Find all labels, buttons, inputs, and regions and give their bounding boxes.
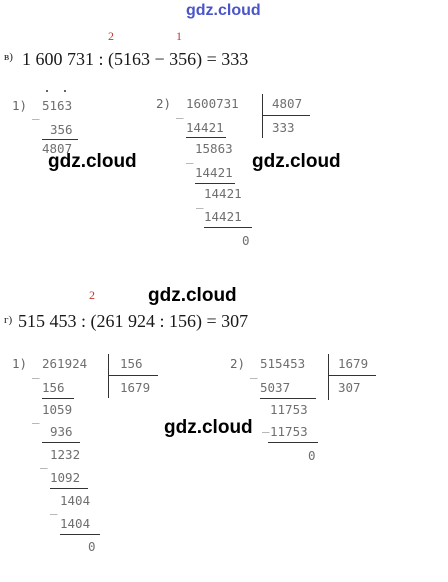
v-step1-result: 4807 [42,141,73,156]
minus-sign: _ [196,194,204,209]
g-step1-remainder: 0 [88,539,96,554]
minus-sign: _ [40,454,48,469]
division-bar [262,94,263,138]
g-step1-line: 936 [50,424,73,439]
v-step2-dividend: 1600731 [186,96,239,111]
v-step1-minuend: 5163 [42,98,73,113]
g-step2-remainder: 0 [308,448,316,463]
g-step1-line: 1092 [50,470,81,485]
g-step1-line: 1232 [50,447,81,462]
borrow-dot [64,90,66,92]
v-step2-divisor: 4807 [272,96,303,111]
g-step1-line: 156 [42,380,65,395]
v-step2-line: 14421 [186,120,224,135]
division-bar [328,354,329,400]
v-step1-subtrahend: 356 [50,122,73,137]
step-line [195,183,235,184]
v-step2-line: 15863 [195,141,233,156]
g-step1-dividend: 261924 [42,356,88,371]
minus-sign: _ [32,105,40,120]
g-step2-line: 11753 [270,424,308,439]
minus-sign: _ [176,104,184,119]
division-bar [108,354,109,398]
v-step2-line: 14421 [195,165,233,180]
g-step2-line: 11753 [270,402,308,417]
step-line [60,534,100,535]
watermark: gdz.cloud [164,417,253,438]
g-step2-label: 2) [230,356,246,371]
v-step1-label: 1) [12,98,28,113]
watermark: gdz.cloud [148,285,237,306]
site-header: gdz.cloud [186,2,261,19]
quotient-line [328,375,376,376]
g-step1-line: 1404 [60,516,91,531]
g-step2-line: 5037 [260,380,291,395]
step-line [260,398,316,399]
task-v-expression: 1 600 731 : (5163 − 356) = 333 [22,49,249,69]
step-line [42,398,74,399]
v-step2-line: 14421 [204,186,242,201]
minus-sign: _ [32,364,40,379]
g-step2-divisor: 1679 [338,356,369,371]
task-g-label: г) [4,314,13,326]
g-step2-dividend: 515453 [260,356,306,371]
minus-sign: _ [262,418,270,433]
v-step2-remainder: 0 [242,233,250,248]
result-line [42,139,78,140]
step-line [268,442,318,443]
watermark: gdz.cloud [252,151,341,172]
g-step1-line: 1059 [42,402,73,417]
watermark: gdz.cloud [48,151,137,172]
v-step2-label: 2) [156,96,172,111]
task-v-label: в) [4,51,13,63]
borrow-dot [46,90,48,92]
order-mark-2: 2 [108,29,114,43]
g-step2-quotient: 307 [338,380,361,395]
g-step1-line: 1404 [60,493,91,508]
minus-sign: _ [50,500,58,515]
order-mark-1: 1 [176,29,182,43]
quotient-line [262,115,310,116]
task-g-expression: 515 453 : (261 924 : 156) = 307 [18,311,249,331]
minus-sign: _ [250,364,258,379]
g-step1-divisor: 156 [120,356,143,371]
quotient-line [108,375,158,376]
minus-sign: _ [186,149,194,164]
step-line [204,227,252,228]
order-mark-2: 2 [89,288,95,302]
v-step2-quotient: 333 [272,120,295,135]
minus-sign: _ [32,409,40,424]
step-line [186,137,226,138]
v-step2-line: 14421 [204,209,242,224]
g-step1-label: 1) [12,356,28,371]
g-step1-quotient: 1679 [120,380,151,395]
step-line [42,442,80,443]
step-line [50,488,88,489]
